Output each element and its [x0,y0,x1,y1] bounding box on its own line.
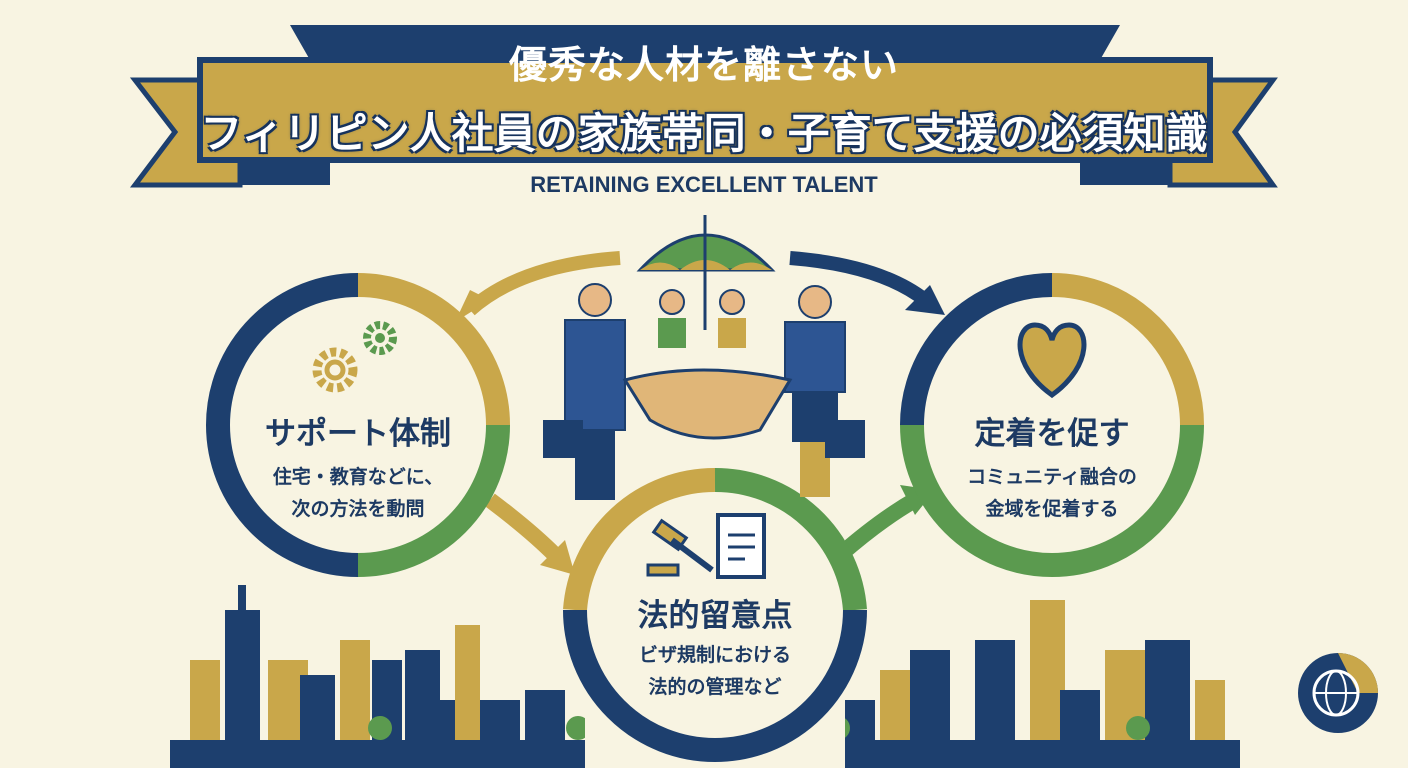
section-support: サポート体制 住宅・教育などに、 次の方法を動問 [218,408,498,525]
section-title: 定着を促す [974,416,1130,452]
ring-legal [563,467,867,768]
heart-icon [1017,322,1087,399]
gears-icon [312,321,397,393]
section-legal: 法的留意点 ビザ規制における 法的の管理など [575,590,855,703]
section-desc-2: 次の方法を動問 [291,498,425,520]
company-logo [1298,653,1378,733]
title-line-1: 優秀な人材を離さない [508,43,899,87]
section-desc-1: ビザ規制における [638,644,791,666]
arrow-to-retention [789,251,930,306]
section-desc-1: コミュニティ融合の [967,466,1137,488]
section-retention: 定着を促す コミュニティ融合の 金域を促着する [912,408,1192,525]
section-title: サポート体制 [265,416,451,452]
section-desc-2: 法的の管理など [648,676,782,698]
gavel-document-icon [646,513,766,579]
section-desc-1: 住宅・教育などに、 [272,466,444,488]
handshake-illustration [543,215,865,500]
subtitle: RETAINING EXCELLENT TALENT [530,172,878,197]
ring-retention [900,273,1204,577]
section-title: 法的留意点 [637,598,793,634]
arrow-to-legal [485,493,561,561]
ring-support [206,273,510,577]
title-line-2: フィリピン人社員の家族帯同・子育て支援の必須知識 [200,109,1208,158]
section-desc-2: 金域を促着する [985,498,1119,520]
arrow-from-legal [834,493,919,562]
title-banner [129,25,1278,188]
